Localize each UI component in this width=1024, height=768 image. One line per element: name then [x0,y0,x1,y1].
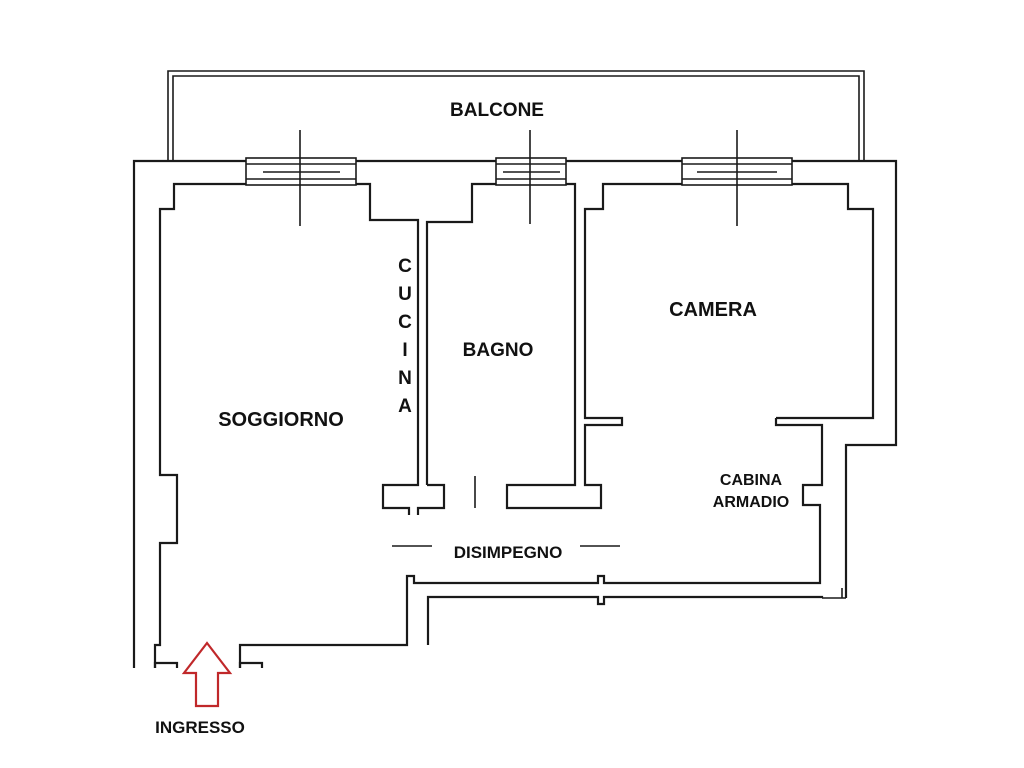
entrance-arrow-icon [181,641,233,708]
living-room-walls [153,182,824,668]
room-label-soggiorno: SOGGIORNO [218,409,344,431]
window-bagno [495,130,567,224]
room-label-cucina: C U C I N A [398,256,412,417]
cucina-letter: A [398,396,412,417]
cucina-letter: C [398,312,412,333]
corridor-wall [426,595,824,645]
room-label-bagno: BAGNO [463,340,534,361]
cucina-letter: U [398,284,412,305]
entrance-label: INGRESSO [155,718,245,737]
cucina-letter: C [398,256,412,277]
window-camera [681,130,793,226]
room-label-armadio: ARMADIO [713,494,789,511]
outer-wall [132,159,898,668]
balcony-railing [167,70,865,160]
window-soggiorno [245,130,357,226]
room-label-cabina: CABINA [720,472,783,489]
room-label-camera: CAMERA [669,299,757,321]
cucina-letter: N [398,368,412,389]
cucina-letter: I [402,340,407,361]
room-label-balcone: BALCONE [450,100,544,121]
room-label-disimpegno: DISIMPEGNO [454,543,563,562]
